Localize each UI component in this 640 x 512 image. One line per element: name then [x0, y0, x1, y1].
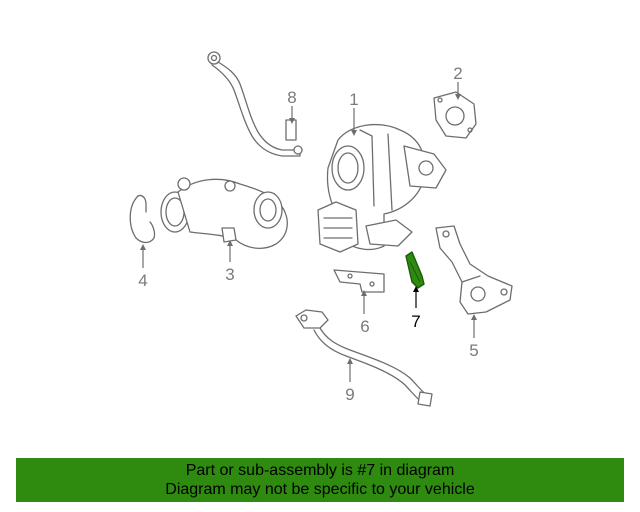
banner-line-1: Part or sub-assembly is #7 in diagram [185, 462, 455, 479]
part-6-bracket [333, 269, 385, 293]
callout-6: 6 [360, 317, 369, 336]
callout-3: 3 [225, 265, 234, 284]
part-7-bracket [405, 251, 425, 289]
part-5-support-bracket [435, 225, 513, 315]
part-1-turbocharger [317, 123, 447, 253]
callout-1: 1 [349, 90, 358, 109]
callout-9: 9 [345, 385, 354, 404]
banner-line-2: Diagram may not be specific to your vehi… [165, 481, 475, 498]
callout-5: 5 [469, 341, 478, 360]
callout-8: 8 [287, 88, 296, 107]
part-4-clamp [129, 194, 156, 244]
part-8-oil-feed-line [207, 51, 303, 157]
callout-7: 7 [411, 312, 420, 331]
callout-2: 2 [453, 64, 462, 83]
callout-4: 4 [138, 271, 147, 290]
part-9-oil-return-line [295, 309, 433, 407]
part-2-gasket [433, 91, 477, 139]
part-3-intake-pipe [160, 177, 288, 250]
info-banner: Part or sub-assembly is #7 in diagram Di… [16, 458, 624, 502]
